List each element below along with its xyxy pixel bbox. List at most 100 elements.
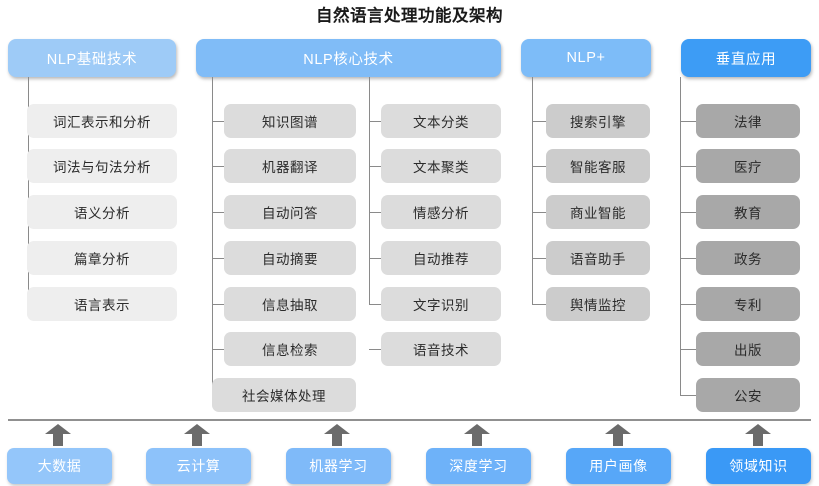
list-item[interactable]: 信息抽取 xyxy=(224,287,356,321)
connector-trunk-core-right xyxy=(369,77,370,305)
item-label: 篇章分析 xyxy=(74,252,130,267)
item-label: 知识图谱 xyxy=(262,115,318,130)
item-label: 公安 xyxy=(734,389,762,404)
item-label: 舆情监控 xyxy=(570,298,626,313)
list-item[interactable]: 舆情监控 xyxy=(546,287,650,321)
connector-branch xyxy=(680,258,702,259)
foundation-item-machine-learning[interactable]: 机器学习 xyxy=(286,448,391,484)
item-label: 专利 xyxy=(734,298,762,313)
list-item[interactable]: 知识图谱 xyxy=(224,104,356,138)
item-label: 语音技术 xyxy=(413,343,469,358)
item-label: 医疗 xyxy=(734,160,762,175)
item-label: 自动问答 xyxy=(262,206,318,221)
item-label: 文本聚类 xyxy=(413,160,469,175)
list-item[interactable]: 教育 xyxy=(696,195,800,229)
connector-branch xyxy=(369,258,392,259)
list-item[interactable]: 语言表示 xyxy=(27,287,177,321)
list-item[interactable]: 智能客服 xyxy=(546,149,650,183)
connector-branch xyxy=(369,304,392,305)
list-item[interactable]: 词汇表示和分析 xyxy=(27,104,177,138)
connector-branch xyxy=(680,166,702,167)
list-item[interactable]: 社会媒体处理 xyxy=(212,378,356,412)
header-nlp-core[interactable]: NLP核心技术 xyxy=(196,39,501,77)
item-label: 词法与句法分析 xyxy=(53,160,151,175)
foundation-label: 用户画像 xyxy=(589,458,648,474)
list-item[interactable]: 公安 xyxy=(696,378,800,412)
connector-branch xyxy=(532,258,549,259)
item-label: 语音助手 xyxy=(570,252,626,267)
item-label: 语义分析 xyxy=(74,206,130,221)
connector-branch xyxy=(680,212,702,213)
list-item[interactable]: 文本聚类 xyxy=(381,149,501,183)
list-item[interactable]: 文字识别 xyxy=(381,287,501,321)
foundation-divider xyxy=(8,419,811,421)
list-item[interactable]: 文本分类 xyxy=(381,104,501,138)
list-item[interactable]: 情感分析 xyxy=(381,195,501,229)
list-item[interactable]: 自动推荐 xyxy=(381,241,501,275)
list-item[interactable]: 机器翻译 xyxy=(224,149,356,183)
connector-branch xyxy=(680,395,702,396)
list-item[interactable]: 语义分析 xyxy=(27,195,177,229)
connector-branch xyxy=(680,349,702,350)
item-label: 机器翻译 xyxy=(262,160,318,175)
list-item[interactable]: 语音助手 xyxy=(546,241,650,275)
item-label: 信息抽取 xyxy=(262,298,318,313)
connector-branch xyxy=(680,121,702,122)
foundation-label: 领域知识 xyxy=(729,458,788,474)
connector-trunk-core-left xyxy=(212,77,213,396)
foundation-item-cloud-computing[interactable]: 云计算 xyxy=(146,448,251,484)
list-item[interactable]: 政务 xyxy=(696,241,800,275)
item-label: 出版 xyxy=(734,343,762,358)
connector-branch xyxy=(532,121,549,122)
connector-branch xyxy=(369,349,392,350)
foundation-label: 大数据 xyxy=(37,458,82,474)
up-arrow-icon xyxy=(45,424,71,446)
list-item[interactable]: 出版 xyxy=(696,332,800,366)
connector-branch xyxy=(369,212,392,213)
foundation-item-user-profile[interactable]: 用户画像 xyxy=(566,448,671,484)
item-label: 商业智能 xyxy=(570,206,626,221)
connector-branch xyxy=(532,212,549,213)
item-label: 自动摘要 xyxy=(262,252,318,267)
header-label: NLP+ xyxy=(566,50,606,66)
foundation-item-domain-knowledge[interactable]: 领域知识 xyxy=(706,448,811,484)
item-label: 社会媒体处理 xyxy=(242,389,326,404)
header-label: 垂直应用 xyxy=(715,51,777,68)
item-label: 信息检索 xyxy=(262,343,318,358)
list-item[interactable]: 篇章分析 xyxy=(27,241,177,275)
connector-branch xyxy=(369,121,392,122)
header-vertical-apps[interactable]: 垂直应用 xyxy=(681,39,811,77)
list-item[interactable]: 自动摘要 xyxy=(224,241,356,275)
header-label: NLP核心技术 xyxy=(303,51,394,68)
list-item[interactable]: 语音技术 xyxy=(381,332,501,366)
up-arrow-icon xyxy=(745,424,771,446)
item-label: 自动推荐 xyxy=(413,252,469,267)
item-label: 智能客服 xyxy=(570,160,626,175)
item-label: 情感分析 xyxy=(413,206,469,221)
item-label: 政务 xyxy=(734,252,762,267)
list-item[interactable]: 词法与句法分析 xyxy=(27,149,177,183)
connector-trunk-basic xyxy=(28,77,29,305)
item-label: 文字识别 xyxy=(413,298,469,313)
foundation-item-deep-learning[interactable]: 深度学习 xyxy=(426,448,531,484)
item-label: 词汇表示和分析 xyxy=(53,115,151,130)
list-item[interactable]: 自动问答 xyxy=(224,195,356,229)
list-item[interactable]: 医疗 xyxy=(696,149,800,183)
foundation-item-big-data[interactable]: 大数据 xyxy=(7,448,112,484)
connector-branch xyxy=(369,166,392,167)
item-label: 法律 xyxy=(734,115,762,130)
item-label: 语言表示 xyxy=(74,298,130,313)
header-label: NLP基础技术 xyxy=(46,51,138,68)
list-item[interactable]: 搜索引擎 xyxy=(546,104,650,138)
header-nlp-basic[interactable]: NLP基础技术 xyxy=(8,39,176,77)
list-item[interactable]: 专利 xyxy=(696,287,800,321)
foundation-label: 深度学习 xyxy=(449,458,508,474)
header-nlp-plus[interactable]: NLP+ xyxy=(521,39,651,77)
item-label: 搜索引擎 xyxy=(570,115,626,130)
list-item[interactable]: 商业智能 xyxy=(546,195,650,229)
list-item[interactable]: 信息检索 xyxy=(224,332,356,366)
connector-branch xyxy=(532,166,549,167)
list-item[interactable]: 法律 xyxy=(696,104,800,138)
up-arrow-icon xyxy=(324,424,350,446)
